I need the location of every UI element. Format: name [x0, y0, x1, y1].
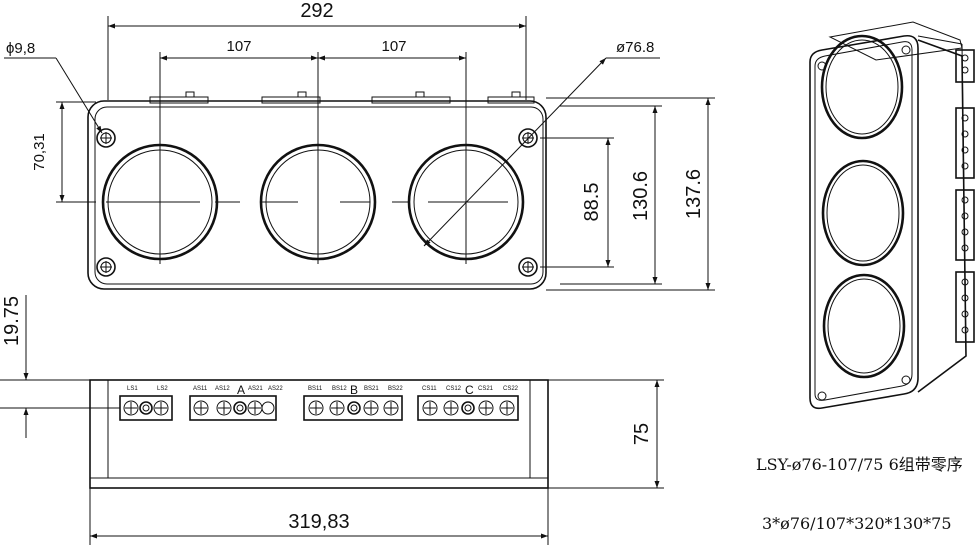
terminal-label: LS2: [157, 386, 168, 392]
top-view: 292 107 107 ϕ9,8 ø76.8 70,31 88.5 130.6: [4, 0, 715, 291]
terminal-label: BS11: [308, 386, 323, 392]
dim-body-height: 75: [631, 423, 653, 445]
dim-terminal-height: 19.75: [1, 296, 23, 346]
dim-inner-height: 130.6: [630, 171, 652, 221]
dim-hole-spacing-vertical: 88.5: [581, 183, 603, 222]
terminal-label: CS12: [446, 386, 462, 392]
terminal-group-c: CS11 CS12 CS21 CS22 C: [417, 383, 519, 421]
mount-hole-label: ϕ9,8: [6, 40, 35, 57]
dim-spacing-right: 107: [381, 38, 406, 55]
terminal-label: CS11: [422, 386, 437, 392]
dim-overall-length: 319,83: [288, 511, 349, 533]
enclosure-outer: [87, 100, 547, 290]
terminal-group-ls: LS1 LS2: [119, 386, 173, 421]
terminal-label: LS1: [127, 386, 138, 392]
dim-hole-offset: 70,31: [31, 133, 48, 171]
dim-outer-height: 137.6: [683, 169, 705, 219]
isometric-view: [809, 21, 975, 410]
dim-overall-width: 292: [300, 0, 333, 22]
phase-letter-c: C: [465, 383, 474, 397]
terminal-label: AS12: [215, 386, 230, 392]
terminal-group-b: BS11 BS12 BS21 BS22 B: [303, 383, 403, 421]
model-caption: LSY-ø76-107/75 6组带零序: [756, 455, 963, 474]
terminal-label: BS22: [388, 386, 403, 392]
aperture-diameter-label: ø76.8: [616, 39, 654, 56]
front-body: [89, 379, 549, 489]
center-lines: [62, 52, 508, 264]
terminal-label: CS22: [503, 386, 519, 392]
spec-caption: 3*ø76/107*320*130*75: [762, 514, 952, 533]
dim-spacing-left: 107: [226, 38, 251, 55]
terminal-label: AS21: [248, 386, 263, 392]
terminal-label: BS21: [364, 386, 379, 392]
phase-letter-a: A: [237, 383, 245, 397]
side-terminals: [955, 49, 975, 343]
phase-letter-b: B: [350, 383, 358, 397]
terminal-label: AS22: [268, 386, 283, 392]
terminal-label: CS21: [478, 386, 494, 392]
front-view: LS1 LS2 AS11 AS12 AS21 AS22 A BS11 BS12 …: [0, 295, 664, 545]
terminal-label: BS12: [332, 386, 347, 392]
terminal-label: AS11: [193, 386, 208, 392]
terminal-group-a: AS11 AS12 AS21 AS22 A: [189, 383, 283, 421]
